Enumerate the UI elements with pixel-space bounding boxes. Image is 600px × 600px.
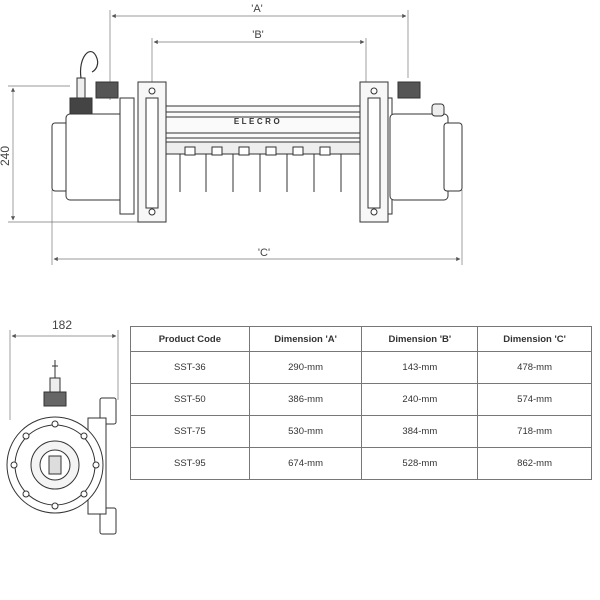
dimension-height — [8, 85, 140, 223]
header-dimension-c: Dimension 'C' — [477, 326, 592, 352]
table-row: SST-95 674-mm 528-mm 862-mm — [130, 447, 592, 480]
cell-dimension-a: 290-mm — [248, 351, 363, 384]
dimension-b — [151, 38, 367, 96]
dimension-width — [9, 330, 119, 420]
dimension-b-label: 'B' — [252, 29, 264, 41]
cell-product-code: SST-75 — [130, 415, 250, 448]
cell-dimension-a: 530-mm — [248, 415, 363, 448]
dimension-c — [51, 190, 463, 265]
header-dimension-b: Dimension 'B' — [361, 326, 479, 352]
cell-dimension-c: 478-mm — [477, 351, 592, 384]
cell-dimension-c: 718-mm — [477, 415, 592, 448]
heater-end-view — [6, 360, 117, 535]
dimension-width-label: 182 — [52, 318, 72, 332]
brand-mark: ELECRO — [234, 117, 282, 126]
dimension-a-label: 'A' — [251, 3, 263, 15]
cell-dimension-a: 674-mm — [248, 447, 363, 480]
cell-dimension-c: 862-mm — [477, 447, 592, 480]
table-header-row: Product Code Dimension 'A' Dimension 'B'… — [130, 326, 592, 352]
heater-side-view — [51, 50, 463, 223]
header-dimension-a: Dimension 'A' — [248, 326, 363, 352]
cell-dimension-b: 143-mm — [361, 351, 479, 384]
dimension-height-label: 240 — [0, 146, 12, 166]
spec-table: Product Code Dimension 'A' Dimension 'B'… — [130, 326, 592, 480]
cell-product-code: SST-36 — [130, 351, 250, 384]
dimension-c-label: 'C' — [258, 247, 270, 259]
cell-dimension-a: 386-mm — [248, 383, 363, 416]
table-row: SST-36 290-mm 143-mm 478-mm — [130, 351, 592, 384]
cell-dimension-b: 528-mm — [361, 447, 479, 480]
table-row: SST-50 386-mm 240-mm 574-mm — [130, 383, 592, 416]
table-row: SST-75 530-mm 384-mm 718-mm — [130, 415, 592, 448]
cell-dimension-b: 384-mm — [361, 415, 479, 448]
cell-product-code: SST-50 — [130, 383, 250, 416]
header-product-code: Product Code — [130, 326, 250, 352]
cell-dimension-c: 574-mm — [477, 383, 592, 416]
cell-dimension-b: 240-mm — [361, 383, 479, 416]
cell-product-code: SST-95 — [130, 447, 250, 480]
